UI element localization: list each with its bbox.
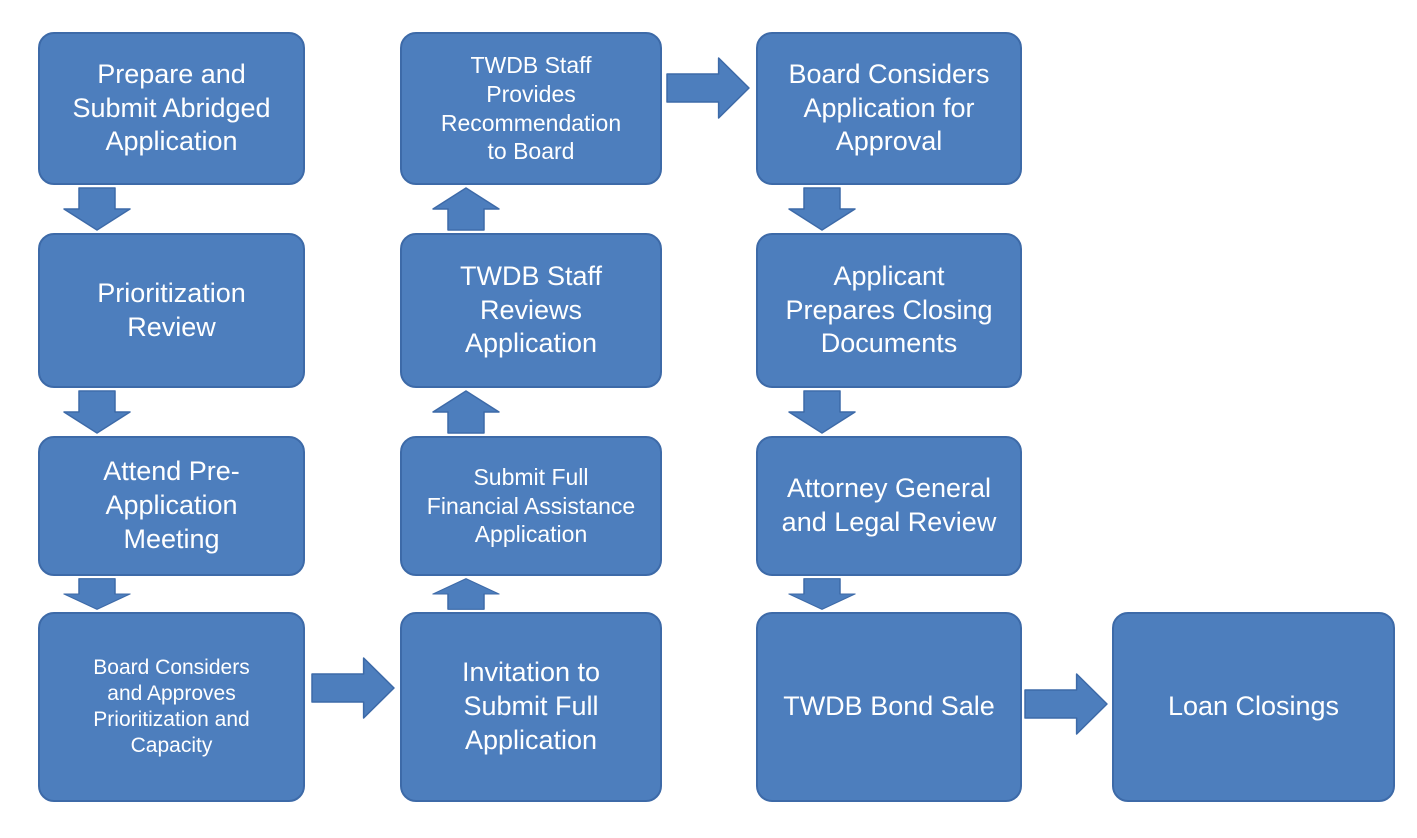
node-label: TWDB Staff Reviews Application (459, 260, 603, 359)
node-twdb-staff-reviews: TWDB Staff Reviews Application (400, 233, 662, 388)
node-submit-full-financial: Submit Full Financial Assistance Applica… (400, 436, 662, 576)
up-arrow-icon (431, 187, 501, 231)
node-label: Invitation to Submit Full Application (461, 657, 601, 755)
node-prioritization-review: Prioritization Review (38, 233, 305, 388)
node-label: Applicant Prepares Closing Documents (785, 260, 993, 359)
node-label: Attorney General and Legal Review (781, 473, 997, 537)
down-arrow-icon (62, 187, 132, 231)
down-arrow-icon (62, 578, 132, 610)
node-label: Prepare and Submit Abridged Application (72, 58, 271, 157)
node-label: Attend Pre- Application Meeting (103, 456, 240, 554)
down-arrow-icon (787, 390, 857, 434)
node-twdb-staff-recommendation: TWDB Staff Provides Recommendation to Bo… (400, 32, 662, 185)
node-board-considers-prioritization: Board Considers and Approves Prioritizat… (38, 612, 305, 802)
node-invitation-submit-full: Invitation to Submit Full Application (400, 612, 662, 802)
node-label: Prioritization Review (97, 277, 246, 342)
node-board-considers-application: Board Considers Application for Approval (756, 32, 1022, 185)
right-arrow-icon (666, 56, 751, 120)
down-arrow-icon (62, 390, 132, 434)
node-prepare-submit-abridged: Prepare and Submit Abridged Application (38, 32, 305, 185)
node-attend-pre-application-meeting: Attend Pre- Application Meeting (38, 436, 305, 576)
node-label: Board Considers Application for Approval (788, 58, 990, 157)
down-arrow-icon (787, 187, 857, 231)
up-arrow-icon (431, 390, 501, 434)
node-label: Submit Full Financial Assistance Applica… (426, 463, 636, 548)
node-applicant-prepares-closing: Applicant Prepares Closing Documents (756, 233, 1022, 388)
node-label: Board Considers and Approves Prioritizat… (93, 655, 250, 758)
node-loan-closings: Loan Closings (1112, 612, 1395, 802)
node-attorney-general-review: Attorney General and Legal Review (756, 436, 1022, 576)
node-label: Loan Closings (1167, 691, 1340, 722)
node-label: TWDB Bond Sale (783, 691, 995, 722)
node-twdb-bond-sale: TWDB Bond Sale (756, 612, 1022, 802)
up-arrow-icon (431, 578, 501, 610)
down-arrow-icon (787, 578, 857, 610)
node-label: TWDB Staff Provides Recommendation to Bo… (440, 52, 622, 165)
right-arrow-icon (311, 656, 396, 720)
right-arrow-icon (1024, 672, 1109, 736)
